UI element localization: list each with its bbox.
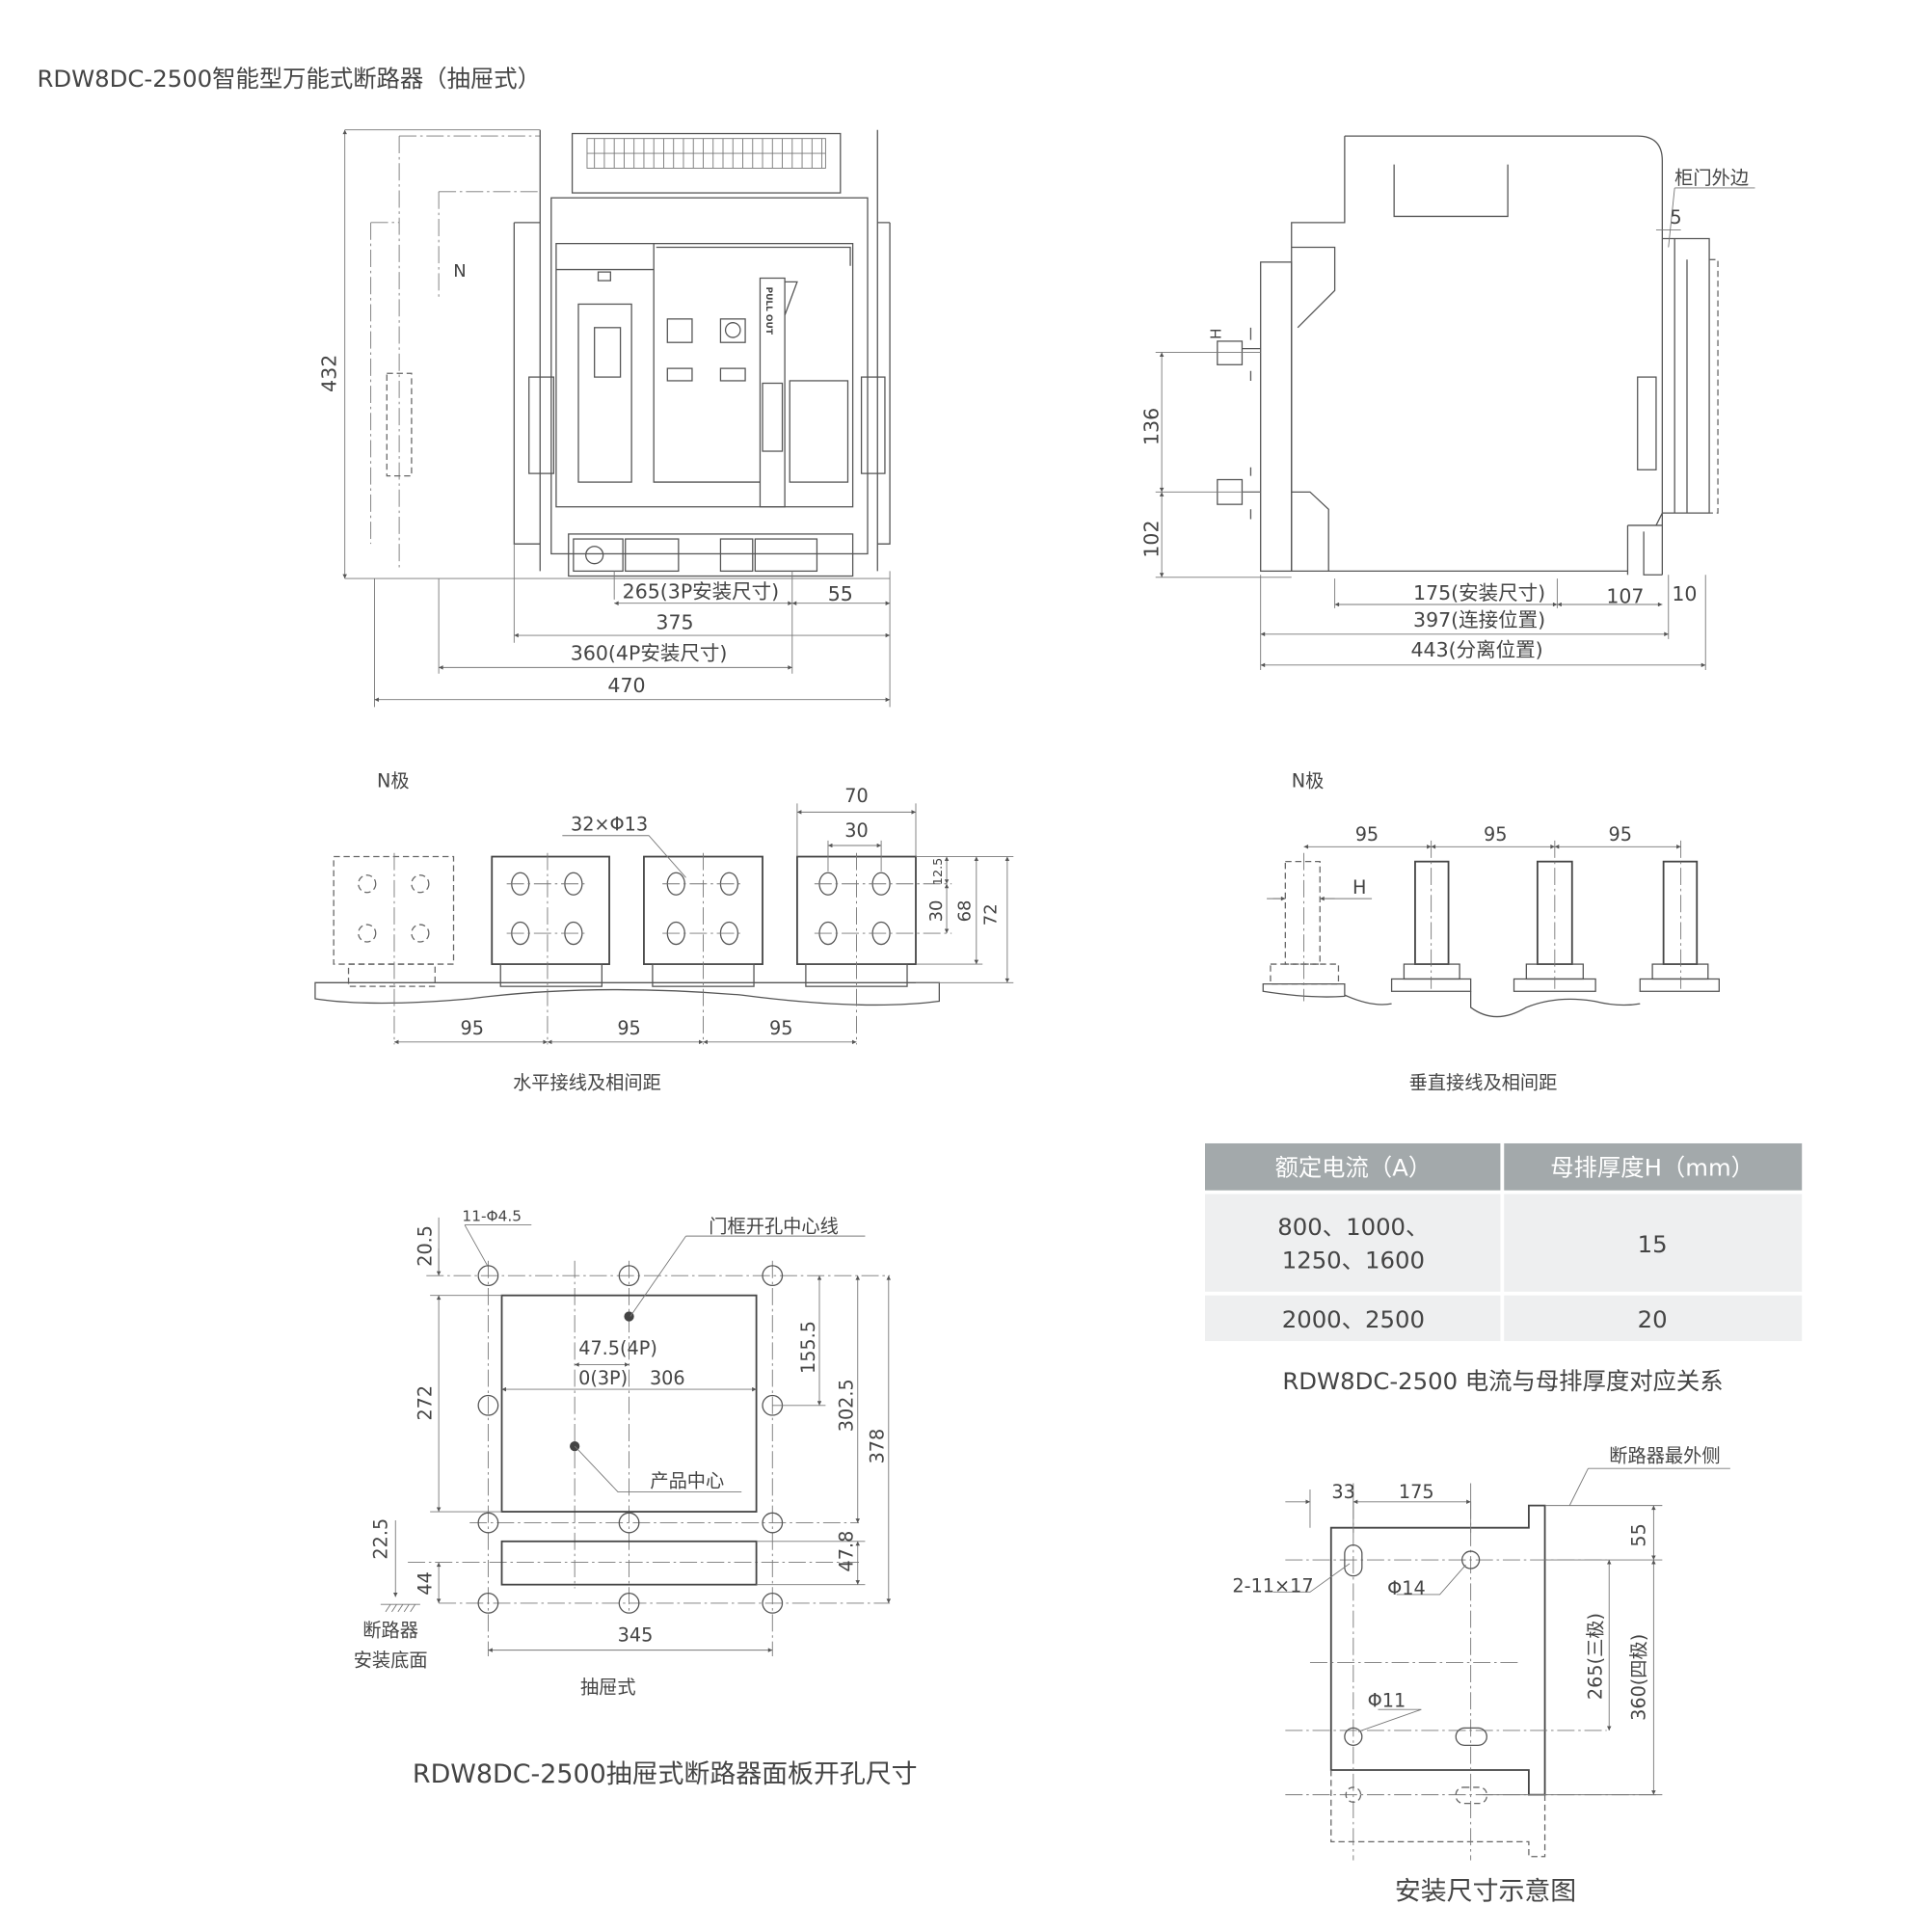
terminal-upper — [1217, 340, 1244, 365]
pitch-95: 95 — [1484, 823, 1507, 845]
dim-360-4p: 360(4P安装尺寸) — [571, 642, 728, 665]
slot-11x17 — [1344, 1544, 1363, 1577]
base-label: 安装底面 — [354, 1649, 428, 1671]
n-pole-label: N — [453, 261, 466, 282]
secondary-terminal-strip — [571, 132, 842, 194]
pull-out-handle: PULL OUT — [759, 277, 798, 508]
outermost-side-label: 断路器最外侧 — [1609, 1445, 1720, 1467]
dim-55: 55 — [1627, 1523, 1649, 1546]
table-header-current: 额定电流（A） — [1274, 1153, 1432, 1181]
slot-spec: 2-11×17 — [1232, 1574, 1313, 1597]
side-handle-left — [528, 376, 554, 474]
dim-443-isolated: 443(分离位置) — [1410, 638, 1542, 661]
dim-302-5: 302.5 — [836, 1379, 858, 1432]
hole-phi11-label: Φ11 — [1368, 1690, 1406, 1712]
busbar-block — [491, 855, 610, 987]
button-off — [719, 318, 746, 343]
dim-22-5: 22.5 — [369, 1518, 391, 1560]
dim-360-4pole: 360(四极) — [1627, 1634, 1649, 1721]
install-diagram: 断路器最外侧 33 175 55 265(三极) 360(四极) 2-11×17… — [1232, 1445, 1730, 1907]
dim-272: 272 — [414, 1385, 436, 1421]
dim-70: 70 — [844, 785, 868, 807]
vertical-busbar-caption: 垂直接线及相间距 — [1409, 1072, 1558, 1094]
dim-375: 375 — [656, 611, 693, 634]
dim-30: 30 — [844, 819, 868, 842]
n-pole-label: N极 — [377, 770, 410, 792]
door-edge-label: 柜门外边 — [1674, 167, 1749, 189]
dim-47-8: 47.8 — [836, 1531, 858, 1572]
svg-text:PULL OUT: PULL OUT — [763, 287, 773, 335]
pitch-95: 95 — [769, 1017, 792, 1039]
front-view: N PULL OUT — [318, 129, 891, 708]
install-diagram-caption: 安装尺寸示意图 — [1395, 1877, 1576, 1907]
dim-175: 175 — [1399, 1481, 1434, 1503]
panel-cutout-view: 11-Φ4.5 门框开孔中心线 产品中心 47.5(4P) 0(3P) 306 … — [354, 1208, 918, 1789]
side-view: H 柜门外边 5 136 102 175(安装尺寸) 107 10 397(连接… — [1139, 135, 1755, 670]
dim-175-install: 175(安装尺寸) — [1413, 581, 1545, 604]
dim-33: 33 — [1331, 1481, 1354, 1503]
dim-12-5: 12.5 — [931, 858, 946, 886]
vertical-busbar-view: N极 H 95 95 95 垂直接线及相间距 — [1262, 770, 1720, 1094]
pitch-95: 95 — [1609, 823, 1632, 845]
dim-107: 107 — [1606, 585, 1644, 608]
dim-55: 55 — [828, 582, 853, 605]
dim-68: 68 — [954, 900, 975, 923]
horizontal-busbar-caption: 水平接线及相间距 — [513, 1072, 661, 1094]
dim-470: 470 — [607, 674, 645, 697]
busbar-thickness-h: H — [1352, 876, 1366, 899]
dim-265-3pole: 265(三极) — [1585, 1613, 1607, 1700]
dim-306: 306 — [650, 1367, 685, 1389]
dim-136: 136 — [1139, 408, 1163, 445]
dim-44: 44 — [414, 1571, 436, 1595]
side-handle-right — [860, 376, 886, 474]
mounting-holes — [477, 1265, 784, 1614]
table-header-thickness: 母排厚度H（mm） — [1550, 1153, 1754, 1181]
dim-432: 432 — [318, 355, 341, 392]
dim-397-connected: 397(连接位置) — [1413, 608, 1545, 631]
vertical-busbar — [1639, 860, 1720, 992]
dim-0-3p: 0(3P) — [578, 1367, 628, 1389]
dim-10: 10 — [1672, 582, 1697, 605]
busbar-thickness-table: 额定电流（A） 母排厚度H（mm） 800、1000、 1250、1600 15… — [1205, 1142, 1803, 1395]
table-cell-current: 1250、1600 — [1282, 1246, 1425, 1274]
product-center-label: 产品中心 — [650, 1469, 724, 1491]
pitch-95: 95 — [1355, 823, 1379, 845]
dim-30-vertical: 30 — [926, 900, 947, 923]
button-on — [666, 318, 693, 343]
hole-phi14 — [1461, 1550, 1481, 1570]
panel-cutout-caption: RDW8DC-2500抽屉式断路器面板开孔尺寸 — [413, 1759, 918, 1789]
dim-5: 5 — [1670, 206, 1681, 228]
base-label: 断路器 — [362, 1620, 418, 1642]
table-cell-current: 800、1000、 — [1277, 1213, 1429, 1241]
table-cell-thickness: 20 — [1638, 1305, 1668, 1333]
table-cell-thickness: 15 — [1638, 1230, 1668, 1258]
hole-spec: 11-Φ4.5 — [462, 1208, 522, 1225]
n-pole-label: N极 — [1292, 770, 1325, 792]
page-title: RDW8DC-2500智能型万能式断路器（抽屉式） — [37, 65, 541, 93]
hole-phi11 — [1344, 1727, 1363, 1746]
dim-102: 102 — [1139, 520, 1163, 557]
dim-155-5: 155.5 — [797, 1321, 819, 1374]
hole-spec: 32×Φ13 — [571, 814, 648, 836]
table-caption: RDW8DC-2500 电流与母排厚度对应关系 — [1282, 1367, 1723, 1395]
dim-265-3p: 265(3P安装尺寸) — [623, 580, 780, 604]
dim-20-5: 20.5 — [414, 1225, 436, 1267]
table-cell-current: 2000、2500 — [1282, 1305, 1425, 1333]
drawout-type-label: 抽屉式 — [580, 1676, 636, 1698]
pitch-95: 95 — [617, 1017, 640, 1039]
dim-72: 72 — [980, 903, 1001, 926]
side-h-label: H — [1208, 328, 1225, 339]
horizontal-busbar-view: N极 — [314, 770, 1014, 1094]
dim-378: 378 — [867, 1429, 889, 1464]
door-center-label: 门框开孔中心线 — [709, 1215, 839, 1237]
dim-345: 345 — [618, 1624, 654, 1647]
pitch-95: 95 — [461, 1017, 484, 1039]
hole-phi14-label: Φ14 — [1387, 1577, 1426, 1599]
dim-47-5-4p: 47.5(4P) — [578, 1337, 657, 1359]
